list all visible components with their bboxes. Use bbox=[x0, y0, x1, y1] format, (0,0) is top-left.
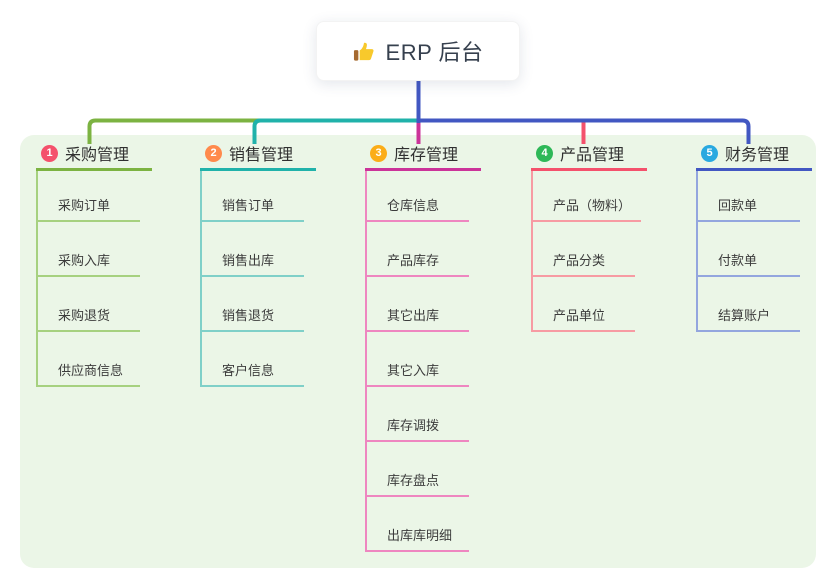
branch-number-badge: 2 bbox=[205, 144, 222, 162]
child-row: 产品单位 bbox=[533, 277, 647, 332]
branch-children: 回款单 付款单 结算账户 bbox=[696, 171, 812, 332]
branch-label: 财务管理 bbox=[725, 147, 790, 164]
root-label: ERP 后台 bbox=[385, 40, 484, 65]
branch-number-badge: 1 bbox=[41, 144, 58, 162]
child-node[interactable]: 出库库明细 bbox=[367, 525, 469, 552]
child-row: 其它出库 bbox=[367, 277, 481, 332]
child-node[interactable]: 销售订单 bbox=[202, 195, 304, 222]
thumbs-up-icon bbox=[353, 40, 376, 63]
child-row: 库存调拨 bbox=[367, 387, 481, 442]
child-node[interactable]: 客户信息 bbox=[202, 360, 304, 387]
child-row: 付款单 bbox=[698, 222, 812, 277]
child-node[interactable]: 产品分类 bbox=[533, 250, 635, 277]
branch-2: 2 销售管理 销售订单 销售出库 销售退货 客户信息 bbox=[200, 144, 316, 387]
child-node[interactable]: 库存盘点 bbox=[367, 470, 469, 497]
child-row: 采购订单 bbox=[38, 171, 152, 222]
child-node[interactable]: 回款单 bbox=[698, 195, 800, 222]
branch-label: 产品管理 bbox=[560, 147, 625, 164]
child-node[interactable]: 结算账户 bbox=[698, 305, 800, 332]
branch-number-badge: 4 bbox=[536, 144, 553, 162]
child-row: 出库库明细 bbox=[367, 497, 481, 552]
branch-number-badge: 5 bbox=[701, 144, 718, 162]
branch-3: 3 库存管理 仓库信息 产品库存 其它出库 其它入库 库存调拨 库存盘点 出库库… bbox=[365, 144, 481, 552]
child-node[interactable]: 库存调拨 bbox=[367, 415, 469, 442]
child-row: 采购入库 bbox=[38, 222, 152, 277]
child-node[interactable]: 其它出库 bbox=[367, 305, 469, 332]
child-node[interactable]: 产品单位 bbox=[533, 305, 635, 332]
child-node[interactable]: 仓库信息 bbox=[367, 195, 469, 222]
child-row: 其它入库 bbox=[367, 332, 481, 387]
branch-number-badge: 3 bbox=[370, 144, 387, 162]
child-row: 产品库存 bbox=[367, 222, 481, 277]
branch-children: 采购订单 采购入库 采购退货 供应商信息 bbox=[36, 171, 152, 387]
branch-label: 采购管理 bbox=[65, 147, 130, 164]
child-node[interactable]: 采购退货 bbox=[38, 305, 140, 332]
child-node[interactable]: 产品库存 bbox=[367, 250, 469, 277]
child-node[interactable]: 采购入库 bbox=[38, 250, 140, 277]
branch-header[interactable]: 1 采购管理 bbox=[36, 144, 152, 171]
child-row: 库存盘点 bbox=[367, 442, 481, 497]
branch-label: 销售管理 bbox=[229, 147, 294, 164]
child-row: 客户信息 bbox=[202, 332, 316, 387]
branch-header[interactable]: 4 产品管理 bbox=[531, 144, 647, 171]
branch-5: 5 财务管理 回款单 付款单 结算账户 bbox=[696, 144, 812, 332]
branch-header[interactable]: 2 销售管理 bbox=[200, 144, 316, 171]
branch-header[interactable]: 3 库存管理 bbox=[365, 144, 481, 171]
child-row: 采购退货 bbox=[38, 277, 152, 332]
child-node[interactable]: 产品（物料） bbox=[533, 195, 642, 222]
child-node[interactable]: 供应商信息 bbox=[38, 360, 140, 387]
child-row: 回款单 bbox=[698, 171, 812, 222]
branch-children: 仓库信息 产品库存 其它出库 其它入库 库存调拨 库存盘点 出库库明细 bbox=[365, 171, 481, 552]
child-node[interactable]: 销售出库 bbox=[202, 250, 304, 277]
branch-4: 4 产品管理 产品（物料） 产品分类 产品单位 bbox=[531, 144, 647, 332]
child-node[interactable]: 其它入库 bbox=[367, 360, 469, 387]
child-row: 销售订单 bbox=[202, 171, 316, 222]
child-node[interactable]: 付款单 bbox=[698, 250, 800, 277]
branch-children: 销售订单 销售出库 销售退货 客户信息 bbox=[200, 171, 316, 387]
child-row: 仓库信息 bbox=[367, 171, 481, 222]
child-row: 产品（物料） bbox=[533, 171, 647, 222]
child-row: 结算账户 bbox=[698, 277, 812, 332]
child-row: 销售出库 bbox=[202, 222, 316, 277]
root-node[interactable]: ERP 后台 bbox=[316, 21, 520, 81]
branch-label: 库存管理 bbox=[394, 147, 459, 164]
child-node[interactable]: 采购订单 bbox=[38, 195, 140, 222]
child-row: 供应商信息 bbox=[38, 332, 152, 387]
branch-header[interactable]: 5 财务管理 bbox=[696, 144, 812, 171]
branch-children: 产品（物料） 产品分类 产品单位 bbox=[531, 171, 647, 332]
child-node[interactable]: 销售退货 bbox=[202, 305, 304, 332]
child-row: 产品分类 bbox=[533, 222, 647, 277]
branch-1: 1 采购管理 采购订单 采购入库 采购退货 供应商信息 bbox=[36, 144, 152, 387]
child-row: 销售退货 bbox=[202, 277, 316, 332]
